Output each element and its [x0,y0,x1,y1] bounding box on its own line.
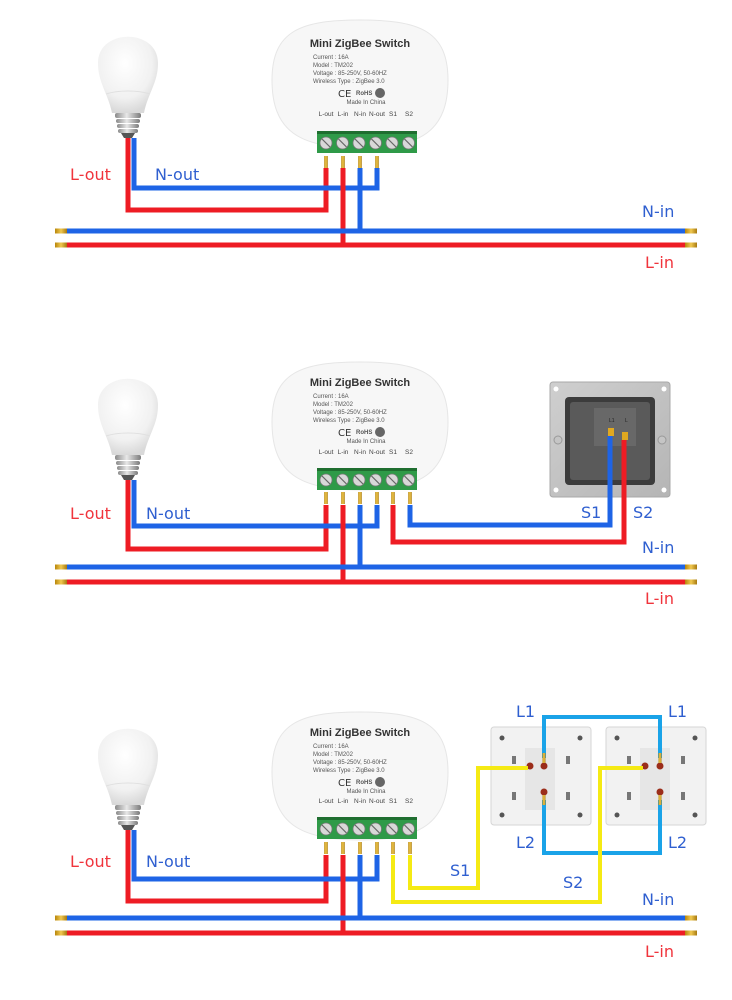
wire-s2 [390,440,627,545]
rohs-mark: RoHS [356,780,372,786]
label-l1-right: L1 [668,702,687,721]
label-s2: S2 [563,873,583,892]
wire-n-out [131,480,380,529]
label-n-in: N-in [642,202,674,221]
svg-text:N-in: N-in [354,111,366,118]
label-n-in: N-in [642,890,674,909]
made-in-label: Made In China [346,100,386,106]
rohs-mark: RoHS [356,430,372,436]
label-l-in: L-in [645,253,674,272]
label-n-out: N-out [146,852,190,871]
terminal-labels: L-out L-in N-in N-out S1 S2 [319,449,414,456]
svg-text:L-in: L-in [338,798,349,805]
svg-text:N-out: N-out [369,111,385,118]
ce-mark: CE [338,778,351,789]
ce-mark: CE [338,428,351,439]
device-spec-current: Current : 16A [313,55,349,61]
diagram-3: Mini ZigBee Switch Current : 16A Model :… [55,702,707,961]
svg-text:S2: S2 [405,798,413,805]
wire-n-out [131,830,380,882]
label-l-out: L-out [70,852,111,871]
device-spec-wireless: Wireless Type : ZigBee 3.0 [313,79,385,85]
ce-mark: CE [338,89,351,100]
zigbee-logo-icon [375,777,385,787]
label-l-in: L-in [645,589,674,608]
svg-text:N-in: N-in [354,449,366,456]
device-spec-voltage: Voltage : 85-250V, 50-60HZ [313,71,387,77]
svg-text:S1: S1 [389,798,397,805]
device-spec-wireless: Wireless Type : ZigBee 3.0 [313,768,385,774]
label-s1: S1 [450,861,470,880]
light-bulb-icon [97,378,159,481]
device-spec-model: Model : TM202 [313,752,354,758]
device-spec-model: Model : TM202 [313,402,354,408]
svg-text:L-in: L-in [338,449,349,456]
svg-text:S1: S1 [389,111,397,118]
diagram-1: Mini ZigBee Switch Current : 16A Model :… [55,19,697,272]
label-l2-right: L2 [668,833,687,852]
label-l-in: L-in [645,942,674,961]
two-way-switch-left [490,726,592,826]
device-title: Mini ZigBee Switch [310,377,411,389]
svg-text:S1: S1 [389,449,397,456]
diagram-2: Mini ZigBee Switch Current : 16A Model :… [55,361,697,608]
wire-n-out [131,138,380,191]
svg-text:N-in: N-in [354,798,366,805]
label-n-out: N-out [146,504,190,523]
device-spec-current: Current : 16A [313,744,349,750]
made-in-label: Made In China [346,789,386,795]
terminal-block [316,467,418,491]
zigbee-logo-icon [375,427,385,437]
terminal-labels: L-out L-in N-in N-out S1 S2 [319,798,414,805]
device-spec-voltage: Voltage : 85-250V, 50-60HZ [313,410,387,416]
svg-text:L1: L1 [609,418,615,424]
device-spec-wireless: Wireless Type : ZigBee 3.0 [313,418,385,424]
label-l-out: L-out [70,504,111,523]
two-way-switch-right [605,726,707,826]
terminal-block [316,816,418,840]
zigbee-logo-icon [375,88,385,98]
device-title: Mini ZigBee Switch [310,727,411,739]
svg-text:L-out: L-out [319,798,334,805]
device-spec-current: Current : 16A [313,394,349,400]
switch-pins [542,753,662,805]
svg-text:N-out: N-out [369,798,385,805]
made-in-label: Made In China [346,439,386,445]
svg-text:L-out: L-out [319,111,334,118]
light-bulb-icon [97,728,159,831]
module-pins [324,492,412,504]
label-l-out: L-out [70,165,111,184]
label-l2-left: L2 [516,833,535,852]
device-spec-voltage: Voltage : 85-250V, 50-60HZ [313,760,387,766]
rohs-mark: RoHS [356,91,372,97]
label-s2: S2 [633,503,653,522]
device-spec-model: Model : TM202 [313,63,354,69]
wire-s1 [407,436,613,528]
device-title: Mini ZigBee Switch [310,38,411,50]
terminal-labels: L-out L-in N-in N-out S1 S2 [319,111,414,118]
module-pins [324,156,379,168]
svg-text:L-in: L-in [338,111,349,118]
traveler-l1 [542,715,662,758]
svg-text:L-out: L-out [319,449,334,456]
svg-text:L: L [625,418,628,424]
light-bulb-icon [97,36,159,139]
label-s1: S1 [581,503,601,522]
svg-text:S2: S2 [405,111,413,118]
terminal-block [316,130,418,154]
module-pins [324,842,412,854]
label-l1-left: L1 [516,702,535,721]
wire-s2 [391,766,643,904]
label-n-out: N-out [155,165,199,184]
label-n-in: N-in [642,538,674,557]
svg-text:N-out: N-out [369,449,385,456]
wire-s1 [408,766,528,890]
svg-text:S2: S2 [405,449,413,456]
